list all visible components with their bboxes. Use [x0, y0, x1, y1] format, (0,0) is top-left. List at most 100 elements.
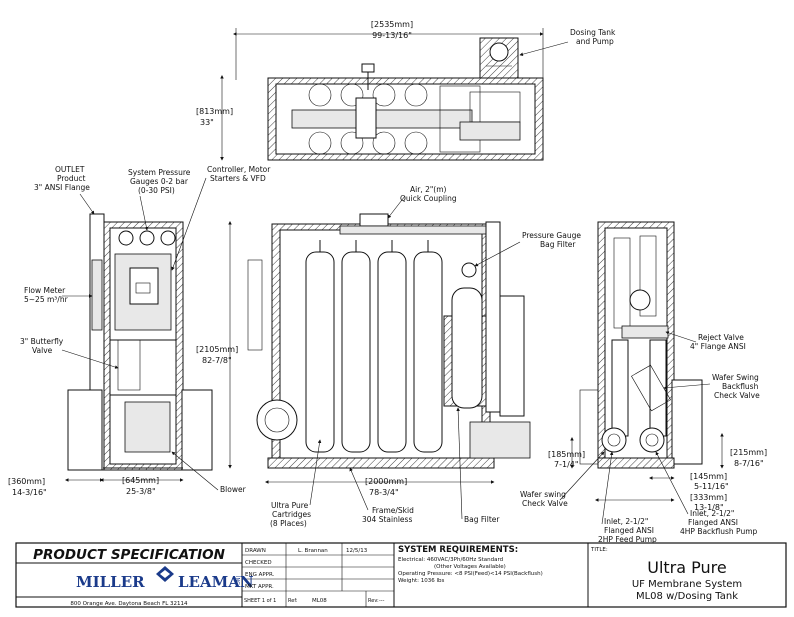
right-view — [579, 221, 703, 469]
dim-top-width-in: 99-13/16" — [372, 31, 412, 40]
label-cart-1: Ultra Pure — [271, 501, 309, 510]
label-wsc-2: Check Valve — [522, 499, 568, 508]
label-controller-2: Starters & VFD — [210, 174, 266, 183]
label-swing-3: Check Valve — [714, 391, 760, 400]
label-butterfly-1: 3" Butterfly — [20, 337, 64, 346]
dim-r333-in: 13-1/8" — [694, 503, 724, 512]
label-air-1: Air, 2"(m) — [410, 185, 447, 194]
label-gauges-3: (0-30 PSI) — [138, 186, 175, 195]
tb-title-2: UF Membrane System — [632, 579, 742, 590]
gauge-2 — [139, 230, 155, 246]
dim-front-w-in: 78-3/4" — [369, 488, 399, 497]
label-gauges-2: Gauges 0-2 bar — [130, 177, 189, 186]
label-air-2: Quick Coupling — [400, 194, 457, 203]
tb-sheet: SHEET 1 of 1 — [244, 598, 276, 604]
label-outlet-2: Product — [57, 174, 86, 183]
dim-r215-in: 8-7/16" — [734, 459, 764, 468]
gauge-1 — [118, 230, 134, 246]
dim-top-depth-mm: [813mm] — [196, 107, 233, 116]
dim-r145-in: 5-11/16" — [694, 482, 729, 491]
title-block: PRODUCT SPECIFICATION MILLER LEAMAN INC … — [15, 542, 787, 608]
label-frame-2: 304 Stainless — [362, 515, 412, 524]
label-outlet-1: OUTLET — [55, 165, 85, 174]
label-flow-1: Flow Meter — [24, 286, 66, 295]
blower-unit — [124, 401, 171, 453]
tb-rev-label: Rev: — [368, 598, 379, 604]
tb-company2: LEAMAN — [178, 573, 254, 591]
tb-drawn-date: 12/5/13 — [346, 548, 368, 554]
backflush-pump-side — [639, 427, 665, 453]
label-swing-1: Wafer Swing — [712, 373, 759, 382]
label-wsc-1: Wafer swing — [520, 490, 566, 499]
tb-req-2: (Other Voltages Available) — [434, 564, 506, 570]
tb-ref-label: Ref: — [288, 598, 298, 604]
tb-title-label: TITLE: — [590, 547, 608, 553]
top-view — [267, 37, 544, 161]
tb-drawn-by: L. Brannan — [298, 548, 328, 554]
front-cartridges — [305, 240, 443, 453]
label-reject-2: 4" Flange ANSI — [690, 342, 746, 351]
gauge-3 — [160, 230, 176, 246]
feed-pump — [469, 421, 531, 459]
tb-checked: CHECKED — [245, 560, 272, 566]
tb-title-1: Ultra Pure — [647, 558, 726, 577]
dim-r185-in: 7-1/4" — [554, 460, 579, 469]
label-cart-2: Cartridges — [272, 510, 311, 519]
label-dosing-2: and Pump — [576, 37, 614, 46]
tb-ref-value: ML08 — [312, 598, 327, 604]
dim-left-w1-mm: [360mm] — [8, 477, 45, 486]
tb-drawn: DRAWN — [245, 548, 266, 554]
front-view — [247, 213, 531, 469]
dim-left-w2-in: 25-3/8" — [126, 487, 156, 496]
top-cartridges — [308, 83, 428, 155]
tb-req-4: Weight: 1036 lbs — [398, 578, 445, 584]
dim-r185-mm: [185mm] — [548, 450, 585, 459]
tb-req-title: SYSTEM REQUIREMENTS: — [398, 545, 518, 555]
label-pg-1: Pressure Gauge — [522, 231, 581, 240]
label-swing-2: Backflush — [722, 382, 759, 391]
left-view — [67, 213, 213, 471]
dim-front-w-mm: [2000mm] — [365, 477, 407, 486]
dim-left-w2-mm: [645mm] — [122, 476, 159, 485]
tb-req-3: Operating Pressure: <8 PSI(Feed)<14 PSI(… — [398, 571, 543, 577]
dim-top-depth-in: 33" — [200, 118, 214, 127]
company-logo-icon — [156, 566, 174, 582]
label-pg-2: Bag Filter — [540, 240, 576, 249]
dim-left-w1-in: 14-3/16" — [12, 488, 47, 497]
label-dosing-1: Dosing Tank — [570, 28, 616, 37]
label-reject-1: Reject Valve — [698, 333, 744, 342]
label-inlet-3: 2HP Feed Pump — [598, 535, 657, 544]
label-inlet-1: Inlet, 2-1/2" — [604, 517, 648, 526]
tb-company: MILLER — [76, 573, 145, 591]
label-outlet-3: 3" ANSI Flange — [34, 183, 90, 192]
label-bf-pump-1: Inlet, 2-1/2" — [690, 509, 734, 518]
label-bf-pump-2: Flanged ANSI — [688, 518, 738, 527]
label-inlet-2: Flanged ANSI — [604, 526, 654, 535]
tb-rev-value: --- — [379, 598, 385, 604]
tb-req-1: Electrical: 460VAC/3Ph/60Hz Standard — [398, 557, 503, 563]
label-butterfly-2: Valve — [32, 346, 53, 355]
tb-mkt: MKT APPR. — [245, 584, 274, 590]
label-frame-1: Frame/Skid — [372, 506, 414, 515]
label-blower: Blower — [220, 485, 247, 494]
tb-eng: ENG APPR. — [245, 572, 275, 578]
label-bagfilter: Bag Filter — [464, 515, 500, 524]
pressure-gauge — [461, 262, 477, 278]
tb-inc: INC — [234, 576, 240, 585]
tb-heading: PRODUCT SPECIFICATION — [33, 547, 226, 563]
blower-front — [256, 399, 298, 441]
bag-filter-vessel — [451, 287, 483, 409]
tb-title-3: ML08 w/Dosing Tank — [636, 591, 738, 602]
dim-r145-mm: [145mm] — [690, 472, 727, 481]
label-flow-2: 5~25 m³/hr — [24, 295, 69, 304]
feed-pump-side — [601, 427, 627, 453]
dim-height-in: 82-7/8" — [202, 356, 232, 365]
label-bf-pump-3: 4HP Backflush Pump — [680, 527, 757, 536]
label-cart-3: (8 Places) — [270, 519, 307, 528]
dim-height-mm: [2105mm] — [196, 345, 238, 354]
dim-r215-mm: [215mm] — [730, 448, 767, 457]
dim-top-width-mm: [2535mm] — [371, 20, 413, 29]
label-controller-1: Controller, Motor — [207, 165, 271, 174]
